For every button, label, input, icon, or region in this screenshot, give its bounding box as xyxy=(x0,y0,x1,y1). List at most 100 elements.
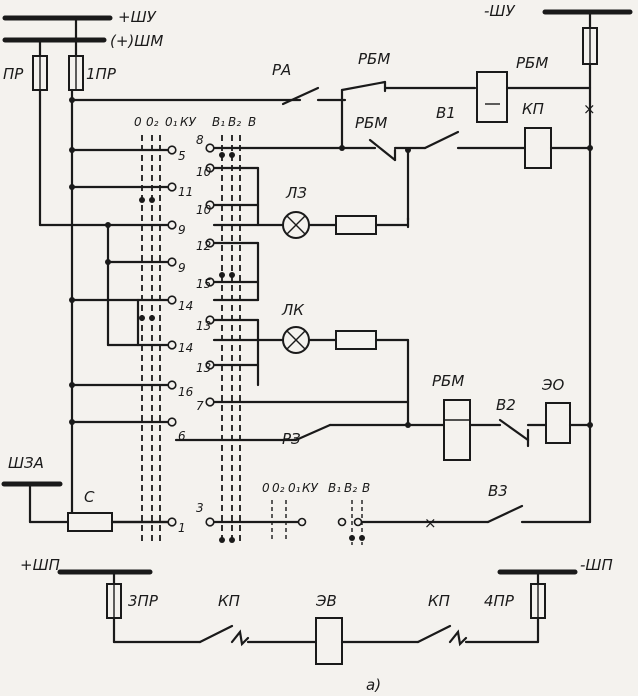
label-pr: ПР xyxy=(3,65,24,83)
resistor-lz xyxy=(335,215,377,235)
svg-text:КУ: КУ xyxy=(180,115,197,129)
contact-ra xyxy=(281,86,320,106)
label-plus-shu: +ШУ xyxy=(118,8,157,26)
svg-text:10: 10 xyxy=(196,203,212,217)
label-ev: ЭВ xyxy=(315,592,337,610)
lamp-cross xyxy=(286,215,306,235)
switch-contact-dot xyxy=(229,537,235,543)
svg-text:13: 13 xyxy=(196,319,211,333)
switch-contact-dot xyxy=(229,272,235,278)
lamp-cross xyxy=(286,330,306,350)
bottom-switch xyxy=(271,500,490,545)
svg-text:В₂: В₂ xyxy=(344,481,357,495)
left-terminal-pin xyxy=(167,145,177,155)
contact-rz xyxy=(294,423,332,442)
right-terminal-pin xyxy=(205,200,215,210)
label-b3: В3 xyxy=(488,482,508,500)
label-ra: РА xyxy=(272,61,291,79)
capacitor-c xyxy=(67,512,113,532)
coil-kp xyxy=(524,127,552,169)
svg-text:15: 15 xyxy=(196,277,211,291)
junction xyxy=(405,147,411,153)
junction xyxy=(69,97,75,103)
switch-contact-dot xyxy=(219,272,225,278)
contact-rbm-top xyxy=(340,80,387,92)
label-rbm-3: РБМ xyxy=(432,372,464,390)
contact-b3 xyxy=(486,504,524,524)
svg-text:11: 11 xyxy=(178,185,193,199)
svg-text:7: 7 xyxy=(196,399,204,413)
svg-text:6: 6 xyxy=(178,429,186,443)
svg-text:1: 1 xyxy=(178,521,186,535)
left-terminal-pin xyxy=(167,340,177,350)
switch-contact-dot xyxy=(149,197,155,203)
right-terminal-pin xyxy=(205,397,215,407)
right-terminal-numbers: 8 10 10 12 15 13 13 7 3 xyxy=(196,133,212,515)
left-terminal-pin xyxy=(167,182,177,192)
switch-header-top: 0 0₂ 0₁ КУ В₁ В₂ В xyxy=(134,115,256,129)
svg-text:0₂: 0₂ xyxy=(146,115,159,129)
label-plus-shp: +ШП xyxy=(20,556,60,574)
left-terminal-pin xyxy=(167,517,177,527)
relay-rbm-coil-bottom xyxy=(443,399,471,461)
svg-text:КУ: КУ xyxy=(302,481,319,495)
right-pins xyxy=(139,143,235,543)
svg-text:10: 10 xyxy=(196,165,212,179)
left-terminal-pin xyxy=(167,257,177,267)
label-minus-shu: -ШУ xyxy=(484,2,515,20)
left-pins xyxy=(167,145,177,527)
svg-text:13: 13 xyxy=(196,361,211,375)
cross-mark-bottom: × xyxy=(424,514,437,532)
right-terminal-pin xyxy=(205,360,215,370)
switch-contact-dot xyxy=(219,537,225,543)
switch-header-bottom: 0 0₂ 0₁ КУ В₁ В₂ В xyxy=(262,481,370,495)
svg-text:0₂: 0₂ xyxy=(272,481,285,495)
label-kp: КП xyxy=(522,100,544,118)
label-rbm-2: РБМ xyxy=(355,114,387,132)
label-rbm-coil: РБМ xyxy=(516,54,548,72)
svg-text:В₁: В₁ xyxy=(212,115,225,129)
label-b1: В1 xyxy=(436,104,456,122)
label-eo: ЭО xyxy=(541,376,564,394)
svg-text:14: 14 xyxy=(178,299,193,313)
right-terminal-pin xyxy=(205,238,215,248)
right-terminal-column xyxy=(212,166,410,524)
svg-text:В₁: В₁ xyxy=(328,481,341,495)
label-b2: В2 xyxy=(496,396,516,414)
right-terminal-pin xyxy=(205,517,215,527)
svg-text:0: 0 xyxy=(262,481,270,495)
resistor-lk xyxy=(335,330,377,350)
svg-text:9: 9 xyxy=(178,223,186,237)
label-plus-shm: (+)ШМ xyxy=(110,32,163,50)
right-terminal-pin xyxy=(205,163,215,173)
svg-text:5: 5 xyxy=(178,149,186,163)
svg-text:В: В xyxy=(362,481,370,495)
right-terminal-pin xyxy=(205,315,215,325)
label-c: С xyxy=(84,488,95,506)
svg-text:12: 12 xyxy=(196,239,211,253)
switch-contact-dot xyxy=(219,152,225,158)
kp-right-arc xyxy=(448,629,468,647)
contact-kp-left xyxy=(198,624,234,644)
label-1pr: 1ПР xyxy=(86,65,117,83)
left-terminal-pin xyxy=(167,380,177,390)
coil-eo xyxy=(545,402,571,444)
figure-caption: а) xyxy=(366,676,381,694)
svg-text:0₁: 0₁ xyxy=(165,115,178,129)
left-terminal-pin xyxy=(167,417,177,427)
svg-text:16: 16 xyxy=(178,385,194,399)
svg-text:3: 3 xyxy=(196,501,204,515)
switch-contact-dot xyxy=(139,315,145,321)
left-terminal-pin xyxy=(167,220,177,230)
label-3pr: 3ПР xyxy=(128,592,159,610)
svg-text:0₁: 0₁ xyxy=(288,481,301,495)
switch-contact-dot xyxy=(149,315,155,321)
kp-left-arc xyxy=(230,629,250,647)
svg-text:9: 9 xyxy=(178,261,186,275)
svg-text:8: 8 xyxy=(196,133,204,147)
label-4pr: 4ПР xyxy=(484,592,515,610)
label-shza: ШЗА xyxy=(8,454,44,472)
label-rz: РЗ xyxy=(282,430,301,448)
